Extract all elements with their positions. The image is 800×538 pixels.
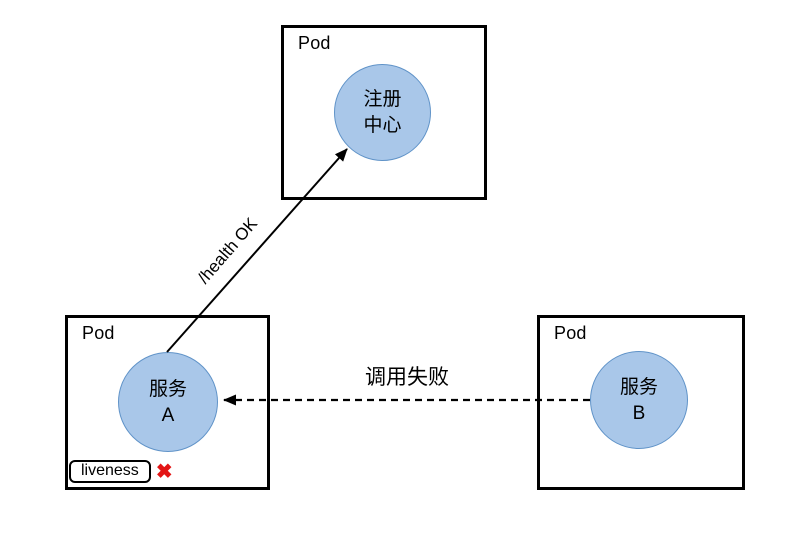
probe-failed-icon: ✖ [155, 460, 173, 483]
liveness-chip: liveness [69, 460, 151, 483]
pod-registry-label: Pod [298, 33, 331, 53]
call-failed-edge-label: 调用失败 [365, 365, 449, 389]
registry-node-line1: 注册 [363, 88, 402, 110]
service-b-node: 服务 B [590, 351, 688, 449]
pod-box-registry: Pod 注册 中心 [281, 25, 487, 200]
registry-node: 注册 中心 [334, 64, 431, 161]
service-b-node-line1: 服务 [619, 376, 658, 398]
service-a-node-line1: 服务 [148, 378, 187, 400]
registry-node-line2: 中心 [363, 114, 402, 136]
pod-b-label: Pod [554, 323, 587, 343]
pod-box-service-b: Pod 服务 B [537, 315, 745, 490]
service-a-node-line2: A [161, 404, 175, 426]
service-b-node-line2: B [632, 402, 646, 424]
liveness-probe-row: liveness ✖ [69, 460, 173, 483]
pod-a-label: Pod [82, 323, 115, 343]
service-a-node: 服务 A [118, 352, 218, 452]
pod-box-service-a: Pod 服务 A liveness ✖ [65, 315, 270, 490]
health-check-edge-label: /health OK [194, 214, 262, 288]
